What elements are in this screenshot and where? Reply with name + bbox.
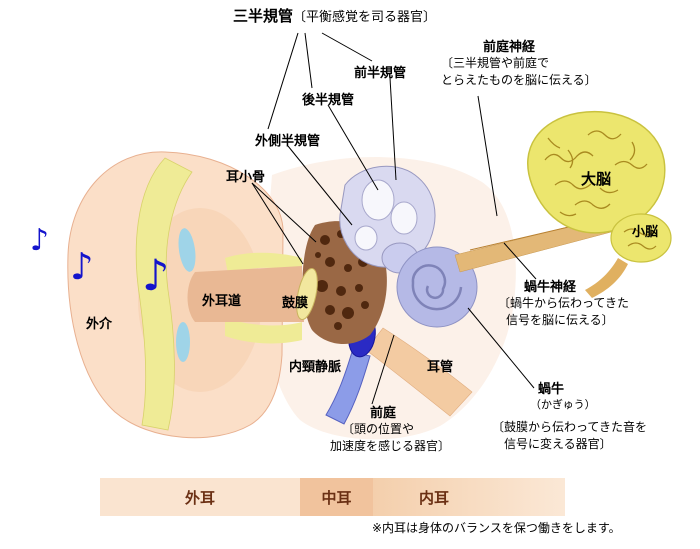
musical-note-icon: ♪: [30, 223, 50, 258]
ear-highlight: [176, 322, 190, 362]
label-lateral-canal: 外側半規管: [255, 133, 321, 148]
vestibular-nerve-desc2: とらえたものを脳に伝える〕: [441, 73, 597, 87]
label-jugular-vein: 内頸静脈: [289, 359, 342, 374]
title-sub: 〔平衡感覚を司る器官〕: [293, 9, 437, 24]
musical-note-icon: ♪: [70, 245, 94, 288]
diagram-title: 三半規管〔平衡感覚を司る器官〕: [233, 5, 436, 26]
footnote: ※内耳は身体のバランスを保つ働きをします。: [372, 521, 621, 535]
cochlea-desc1: 〔鼓膜から伝わってきた音を: [492, 420, 648, 434]
cochlear-nerve-desc1: 〔蝸牛から伝わってきた: [498, 296, 630, 310]
canal-cartilage-top: [225, 252, 302, 274]
leader-lines: [251, 32, 537, 405]
cochlear-nerve-name: 蝸牛神経: [524, 279, 577, 294]
vestibular-nerve-name: 前庭神経: [483, 39, 536, 54]
canal-cartilage-bottom: [225, 318, 302, 344]
label-cochlea: 蝸牛 （かぎゅう） 〔鼓膜から伝わってきた音を 信号に変える器官〕: [492, 380, 647, 453]
ear-canal-shape: [187, 266, 304, 322]
label-vestibule: 前庭 〔頭の位置や 加速度を感じる器官〕: [330, 404, 450, 455]
vestibular-nerve-desc1: 〔三半規管や前庭で: [441, 56, 550, 70]
vestibule-desc2: 加速度を感じる器官〕: [330, 439, 451, 453]
cerebellum-shape: [585, 213, 672, 298]
label-eustachian-tube: 耳管: [427, 359, 454, 374]
region-middle-label: 中耳: [321, 489, 352, 507]
label-cochlear-nerve: 蝸牛神経 〔蝸牛から伝わってきた 信号を脳に伝える〕: [498, 278, 629, 329]
cochlear-nerve-desc2: 信号を脳に伝える〕: [506, 313, 614, 327]
label-eardrum: 鼓膜: [282, 295, 309, 310]
cochlea-name: 蝸牛: [538, 381, 565, 396]
label-ear-canal: 外耳道: [202, 293, 242, 308]
cerebrum-shape: [527, 111, 666, 234]
label-cerebellum: 小脳: [632, 224, 659, 239]
region-outer-label: 外耳: [184, 489, 215, 507]
brainstem-shape: [585, 258, 628, 298]
ear-highlight: [178, 228, 196, 272]
cochlea-desc2: 信号に変える器官〕: [504, 437, 612, 451]
label-posterior-canal: 後半規管: [302, 92, 355, 107]
label-ossicles: 耳小骨: [226, 169, 266, 184]
title-main: 三半規管: [233, 8, 294, 25]
cochlea-shape: [396, 246, 478, 328]
label-vestibular-nerve: 前庭神経 〔三半規管や前庭で とらえたものを脳に伝える〕: [441, 38, 597, 89]
region-bar-outer-ear: 外耳: [100, 478, 300, 516]
region-bar-inner-ear: 内耳: [373, 478, 565, 516]
vestibule-desc1: 〔頭の位置や: [342, 422, 415, 436]
semicircular-canals-shape: [339, 165, 436, 274]
vestibule-name: 前庭: [370, 405, 397, 420]
region-bar-middle-ear: 中耳: [300, 478, 373, 516]
label-cerebrum: 大脳: [581, 171, 612, 188]
cartilage-band: [135, 157, 193, 431]
musical-note-icon: ♪: [142, 251, 170, 301]
cochlea-reading: （かぎゅう）: [530, 399, 596, 411]
label-outer-air: 外介: [86, 316, 113, 331]
label-anterior-canal: 前半規管: [354, 65, 407, 80]
region-inner-label: 内耳: [418, 489, 449, 507]
eardrum-shape: [296, 267, 318, 321]
